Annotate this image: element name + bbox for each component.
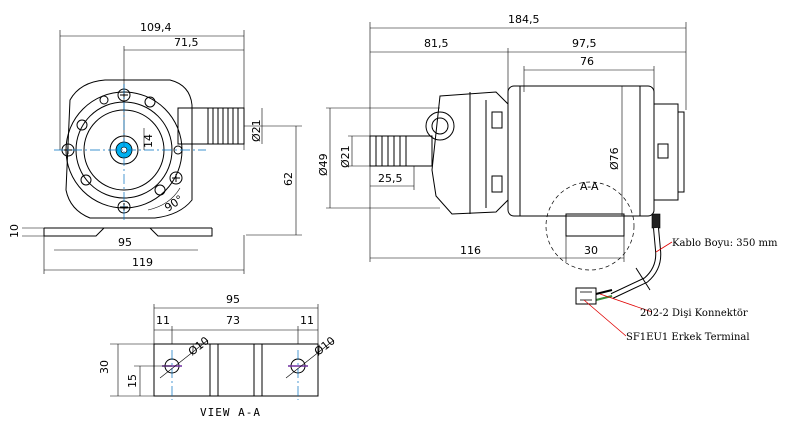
dim-side-30: 30 [584,244,598,257]
dim-base-thickness: 10 [8,224,21,238]
dim-front-width: 109,4 [140,21,172,34]
terminal-label: SF1EU1 Erkek Terminal [626,332,750,343]
dim-side-total: 184,5 [508,13,540,26]
connector-label: 202-2 Dişi Konnektör [640,308,748,319]
cable-length-label: Kablo Boyu: 350 mm [672,238,778,249]
dim-side-81-5: 81,5 [424,37,449,50]
dim-offset: 14 [142,134,155,148]
view-dim-73: 73 [226,314,240,327]
dim-side-dia-49: Ø49 [317,153,330,176]
inlet-ribs [375,136,407,166]
side-view: 184,5 81,5 97,5 76 [317,13,778,343]
pipe-ribs [207,108,239,144]
dim-base-119: 119 [132,256,153,269]
screw-icon [61,88,183,214]
cable-grommet [651,213,661,229]
view-title: VIEW A-A [200,406,261,419]
dim-outlet-dia: Ø21 [250,119,263,142]
dim-side-25-5: 25,5 [378,172,403,185]
dim-side-dia-21: Ø21 [339,145,352,168]
dim-angle: 90° [162,193,185,215]
dim-side-116: 116 [460,244,481,257]
view-a-a: 95 11 73 11 Ø10 Ø10 30 15 VIEW A-A [98,293,338,419]
section-label: A-A [580,180,599,193]
dim-side-dia-76: Ø76 [608,147,621,170]
view-dim-30: 30 [98,360,111,374]
view-dim-15: 15 [126,374,139,388]
view-dim-11-left: 11 [156,314,170,327]
view-dim-95: 95 [226,293,240,306]
dim-height: 62 [282,172,295,186]
dim-shaft-offset: 71,5 [174,36,199,49]
front-view: 109,4 71,5 Ø21 [8,21,302,274]
dim-side-97-5: 97,5 [572,37,597,50]
view-dim-11-right: 11 [300,314,314,327]
dim-side-76: 76 [580,55,594,68]
dim-base-95: 95 [118,236,132,249]
